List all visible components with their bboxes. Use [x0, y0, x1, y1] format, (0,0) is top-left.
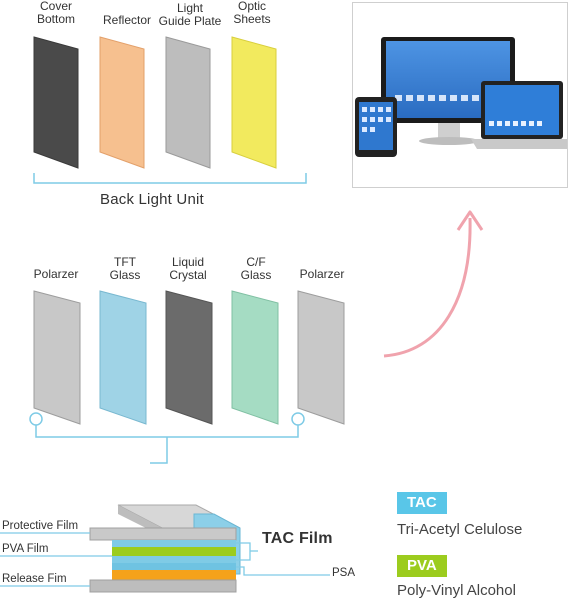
plate-polarizer-left [33, 290, 81, 425]
label-psa: PSA [332, 567, 356, 579]
legend-tac-desc: Tri-Acetyl Celulose [397, 521, 523, 538]
plate-tft-glass [99, 290, 147, 425]
label-tac-film: TAC Film [262, 530, 333, 547]
label-protective-film: Protective Film [2, 520, 79, 532]
curved-arrow-icon [383, 217, 472, 358]
plate-light-guide [165, 36, 211, 169]
polarizer-marker-left [29, 412, 43, 426]
plate-liquid-crystal [165, 290, 213, 425]
film-stack [89, 504, 241, 593]
bracket-stem [150, 437, 168, 464]
legend-pva-desc: Poly-Vinyl Alcohol [397, 582, 516, 599]
backlight-bracket [33, 173, 307, 184]
polarizer-marker-right [291, 412, 305, 426]
panel-label-tft-glass: TFT Glass [109, 255, 141, 282]
polarizer-bracket [35, 425, 299, 438]
plate-cf-glass [231, 290, 279, 425]
label-release-film: Release Fim [2, 573, 67, 585]
backlight-label-optic-sheets: Optic Sheets [233, 0, 271, 26]
plate-polarizer-right [297, 290, 345, 425]
panel-label-cf-glass: C/F Glass [240, 255, 272, 282]
plate-cover-bottom [33, 36, 79, 169]
panel-plates [33, 290, 345, 425]
plate-reflector [99, 36, 145, 169]
panel-label-polarizer-left: Polarzer [33, 267, 79, 281]
label-pva-film: PVA Film [2, 543, 49, 555]
panel-label-liquid-crystal: Liquid Crystal [169, 255, 207, 282]
plate-optic-sheets [231, 36, 277, 169]
backlight-caption: Back Light Unit [100, 191, 204, 208]
backlight-label-reflector: Reflector [102, 13, 152, 27]
backlight-label-light-guide-plate: Light Guide Plate [158, 1, 222, 28]
backlight-plates [33, 36, 277, 169]
devices-illustration [352, 2, 573, 188]
legend-pva-badge: PVA [397, 555, 447, 577]
panel-label-polarizer-right: Polarzer [299, 267, 345, 281]
backlight-label-cover-bottom: Cover Bottom [36, 0, 75, 26]
legend-tac-badge: TAC [397, 492, 447, 514]
